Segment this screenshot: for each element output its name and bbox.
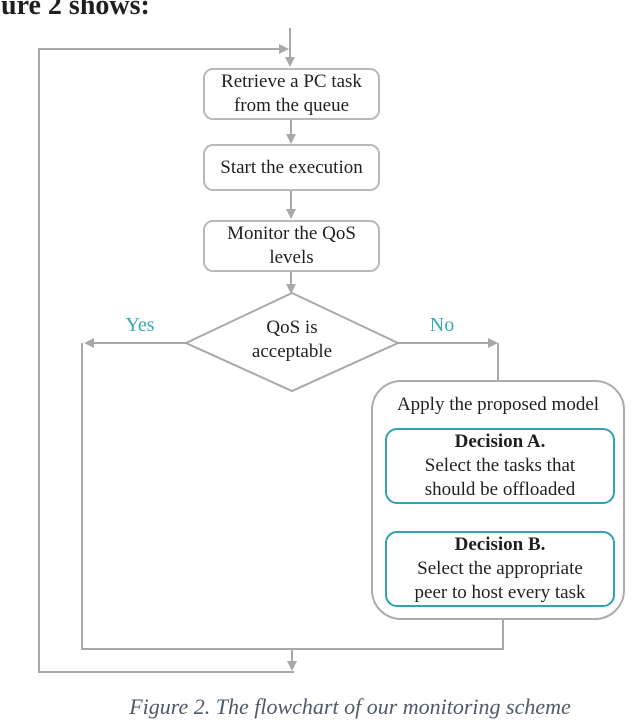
decision-diamond-line2: acceptable — [251, 341, 333, 362]
node-retrieve-task: Retrieve a PC task from the queue — [203, 68, 380, 120]
no-branch-label: No — [429, 314, 455, 336]
decision-diamond-label: QoS is acceptable — [184, 316, 400, 364]
node-decision-a: Decision A. Select the tasks that should… — [385, 428, 615, 504]
arrow-right-icon — [279, 44, 289, 54]
decision-diamond-shape — [184, 291, 400, 393]
node-start-execution: Start the execution — [203, 144, 380, 191]
flow-line-container-exit — [502, 620, 504, 648]
node-monitor-qos-line1: Monitor the QoS — [227, 223, 356, 244]
decision-a-heading: Decision A. — [454, 431, 546, 452]
arrow-down-icon — [286, 284, 296, 294]
decision-diamond-line1: QoS is — [266, 317, 318, 338]
intro-text: ure 2 shows: — [1, 0, 150, 21]
decision-b-heading: Decision B. — [454, 534, 546, 555]
node-monitor-qos-line2: levels — [269, 247, 314, 268]
node-retrieve-task-line1: Retrieve a PC task — [221, 71, 362, 92]
decision-a-line1: Select the tasks that — [424, 455, 576, 476]
apply-model-title: Apply the proposed model — [396, 394, 600, 415]
figure-caption: Figure 2. The flowchart of our monitorin… — [129, 694, 571, 719]
flow-line-yes-vertical — [81, 343, 83, 648]
flow-line-monitor-decision — [290, 271, 292, 285]
node-start-execution-line1: Start the execution — [220, 156, 363, 178]
decision-b-line2: peer to host every task — [414, 582, 586, 603]
decision-b-line1: Select the appropriate — [417, 558, 583, 579]
arrow-down-icon — [287, 661, 297, 671]
node-monitor-qos: Monitor the QoS levels — [203, 220, 380, 272]
arrow-down-icon — [285, 57, 295, 67]
node-decision-b: Decision B. Select the appropriate peer … — [385, 531, 615, 607]
node-retrieve-task-line2: from the queue — [233, 95, 349, 116]
flow-line-loop-left — [38, 48, 40, 673]
flow-line-no-vertical — [497, 343, 499, 380]
arrow-down-icon — [286, 134, 296, 144]
arrow-left-icon — [84, 338, 94, 348]
flow-line-start-monitor — [290, 191, 292, 210]
flow-line-loop-bottom — [38, 671, 294, 673]
flow-line-retrieve-start — [290, 119, 292, 135]
flow-line-yes-horizontal — [94, 342, 186, 344]
flow-line-entry — [289, 28, 291, 58]
flow-line-no-horizontal — [398, 342, 488, 344]
flow-line-merge-drop — [291, 649, 293, 662]
arrow-right-icon — [488, 338, 498, 348]
decision-a-line2: should be offloaded — [424, 479, 576, 500]
flow-line-loop-top — [39, 48, 280, 50]
arrow-down-icon — [286, 209, 296, 219]
yes-branch-label: Yes — [125, 314, 155, 336]
